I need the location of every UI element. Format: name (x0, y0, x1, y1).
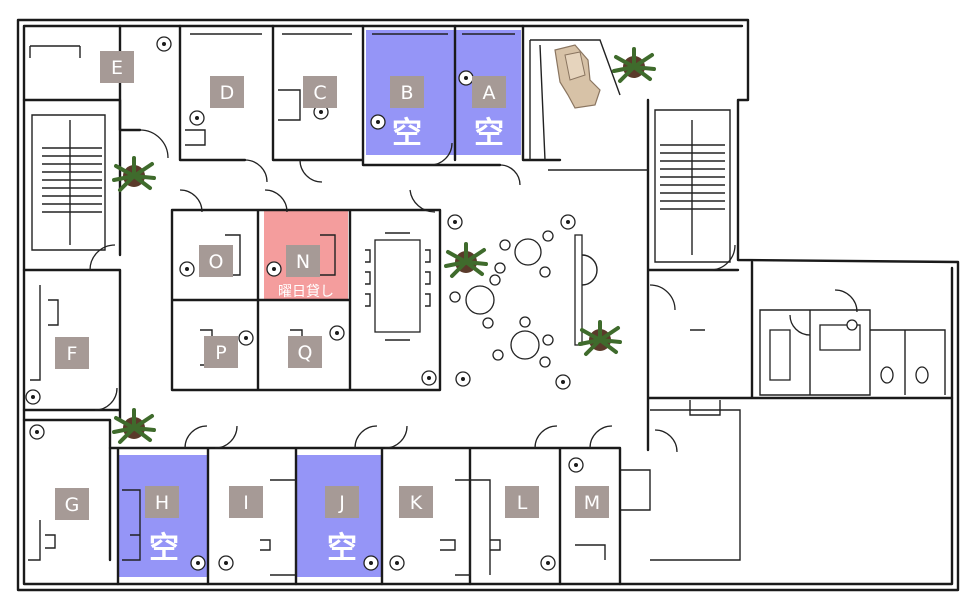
potted-plant-icon (112, 156, 156, 192)
room-label-N[interactable]: N (286, 245, 320, 277)
svg-text:P: P (215, 342, 226, 364)
bottom-rooms (108, 425, 622, 586)
room-label-F[interactable]: F (55, 337, 89, 369)
room-label-M[interactable]: M (575, 486, 609, 518)
svg-text:L: L (517, 492, 528, 514)
svg-text:D: D (220, 82, 235, 104)
room-label-L[interactable]: L (505, 486, 539, 518)
room-label-O[interactable]: O (199, 245, 233, 277)
room-label-E[interactable]: E (100, 51, 134, 83)
svg-text:J: J (338, 492, 345, 514)
potted-plant-icon (578, 320, 622, 356)
svg-text:B: B (400, 82, 413, 104)
room-label-D[interactable]: D (210, 76, 244, 108)
potted-plant-icon (612, 47, 656, 83)
room-label-I[interactable]: I (229, 486, 263, 518)
vacant-label-A: 空 (474, 116, 504, 151)
svg-text:G: G (65, 494, 80, 516)
status-labels: 空 空 空 空 曜日貸し (149, 116, 504, 566)
plants (112, 47, 656, 444)
vacant-label-H: 空 (149, 531, 179, 566)
svg-text:K: K (410, 492, 423, 514)
room-label-J[interactable]: J (325, 486, 359, 518)
svg-text:Q: Q (298, 342, 313, 364)
svg-text:E: E (111, 57, 123, 79)
potted-plant-icon (444, 242, 488, 278)
room-label-C[interactable]: C (303, 76, 337, 108)
room-label-K[interactable]: K (399, 486, 433, 518)
svg-text:A: A (483, 82, 496, 104)
left-rooms (22, 98, 122, 562)
room-label-P[interactable]: P (204, 336, 238, 368)
right-section (548, 98, 954, 561)
vacant-label-J: 空 (327, 531, 357, 566)
room-label-Q[interactable]: Q (288, 336, 322, 368)
svg-text:F: F (67, 343, 78, 365)
room-label-G[interactable]: G (55, 488, 89, 520)
svg-text:I: I (243, 492, 249, 514)
room-label-A[interactable]: A (472, 76, 506, 108)
room-labels: E D C B A O N P Q F G H I J K L M (55, 51, 609, 520)
center-rooms (170, 189, 442, 392)
weekday-rental-label-N: 曜日貸し (278, 284, 334, 300)
room-label-H[interactable]: H (145, 486, 179, 518)
vacant-label-B: 空 (392, 116, 422, 151)
svg-text:O: O (209, 251, 224, 273)
lounge-furniture (449, 230, 598, 368)
outlet-markers (25, 36, 584, 571)
svg-text:N: N (296, 251, 310, 273)
potted-plant-icon (112, 408, 156, 444)
svg-text:C: C (313, 82, 326, 104)
outer-walls (16, 18, 960, 592)
room-label-B[interactable]: B (390, 76, 424, 108)
massage-chair-icon (554, 44, 601, 109)
svg-text:M: M (584, 492, 600, 514)
svg-text:H: H (155, 492, 169, 514)
